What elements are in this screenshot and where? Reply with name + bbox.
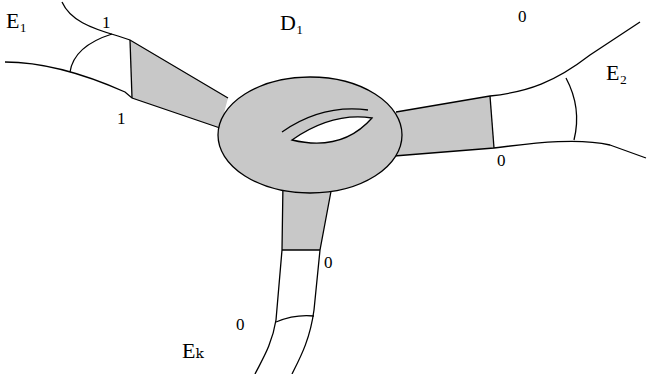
index-number: 0 [324,254,333,271]
right-collar-line [490,96,494,148]
index-number: 1 [102,14,111,31]
bottom-collar-line [282,249,320,250]
bottom-cut-arc [276,316,314,322]
right-tube-shading [394,96,494,156]
index-number: 0 [497,152,506,169]
torus-hole-rim [282,109,368,132]
torus-hole [292,117,372,143]
end-label: E₂ [606,62,627,84]
bottom-tube-right-line [292,186,332,374]
left-tube-upper-line [62,2,228,98]
bottom-tube-left-line [255,182,283,374]
index-number: 0 [518,8,527,25]
index-number: 0 [236,316,245,333]
right-cut-arc [566,78,577,140]
right-tube-lower-line [394,141,646,158]
index-number: 1 [117,110,126,127]
left-cut-arc [70,34,112,72]
left-collar-line [130,40,132,98]
surface-label: D₁ [280,12,304,34]
end-label: Eₖ [182,340,203,362]
left-tube-lower-line [5,62,220,128]
left-tube-shading [130,40,228,128]
right-tube-upper-line [396,22,640,112]
end-label: E₁ [6,10,27,32]
torus-body [218,77,402,193]
